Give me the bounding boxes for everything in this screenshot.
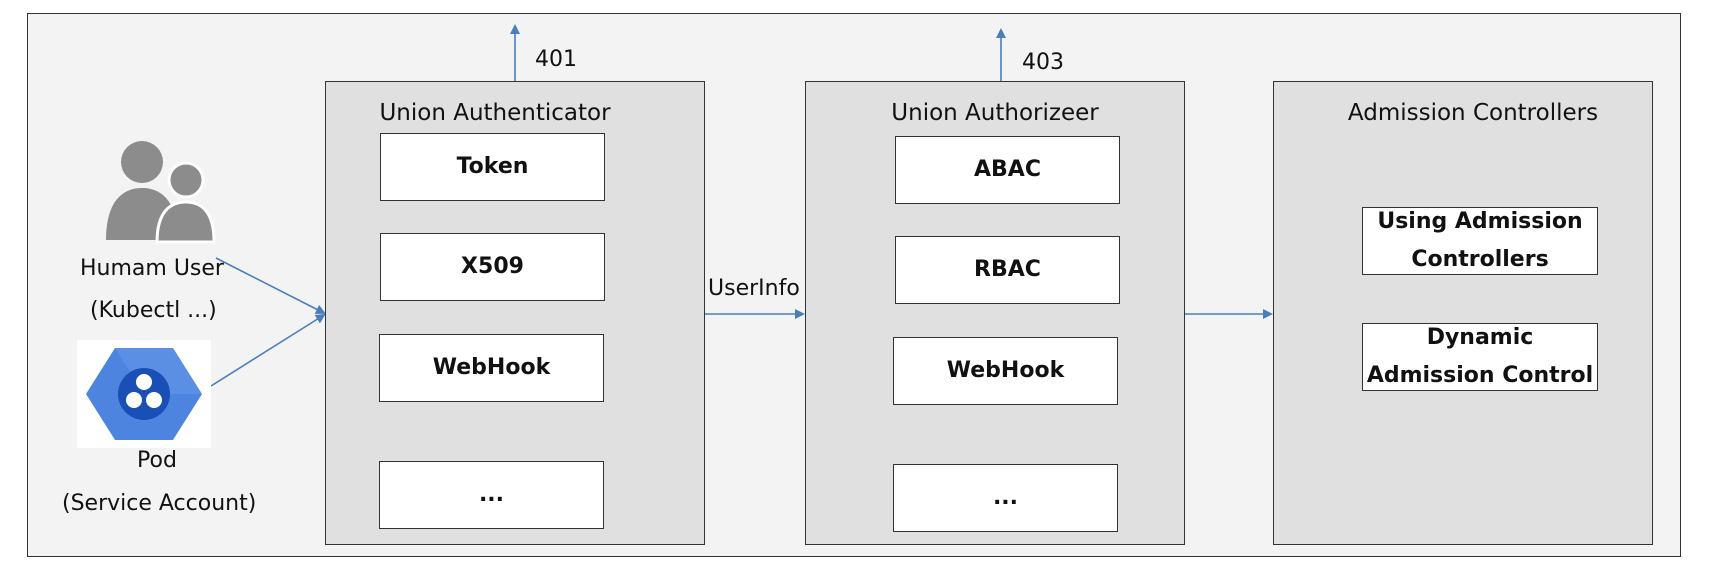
authorizer-item: ABAC [895, 136, 1120, 204]
pod-icon [77, 340, 211, 448]
human-to-authenticator-arrow [215, 257, 326, 314]
authenticator-title: Union Authenticator [379, 100, 611, 126]
admission-item-dynamic: Dynamic Admission Control [1362, 323, 1598, 391]
authorizer-item: WebHook [893, 337, 1118, 405]
authenticator-item: WebHook [379, 334, 604, 402]
pod-sublabel: (Service Account) [62, 491, 257, 516]
authenticator-item: X509 [380, 233, 605, 301]
admission-title: Admission Controllers [1347, 100, 1599, 126]
authorizer-item: RBAC [895, 236, 1120, 304]
pod-to-authenticator-arrow [210, 313, 326, 387]
authorizer-item: ... [893, 464, 1118, 532]
userinfo-label: UserInfo [708, 276, 800, 301]
admission-item-line: Controllers [1411, 247, 1549, 272]
authenticator-item: ... [379, 461, 604, 529]
pod-label: Pod [137, 448, 177, 473]
authorizer-title: Union Authorizeer [891, 100, 1099, 126]
authenticator-error-code: 401 [535, 47, 577, 72]
admission-item-line: Dynamic [1426, 325, 1534, 350]
authorizer-error-code: 403 [1022, 50, 1064, 75]
human-user-label: Humam User [80, 256, 224, 281]
human-user-sublabel: (Kubectl ...) [90, 298, 217, 323]
admission-item-line: Using Admission [1377, 209, 1583, 234]
human-user-icon [106, 141, 216, 244]
admission-item-using: Using Admission Controllers [1362, 207, 1598, 275]
admission-item-line: Admission Control [1366, 363, 1594, 388]
authenticator-item: Token [380, 133, 605, 201]
admission-panel: Admission Controllers [1273, 81, 1653, 545]
